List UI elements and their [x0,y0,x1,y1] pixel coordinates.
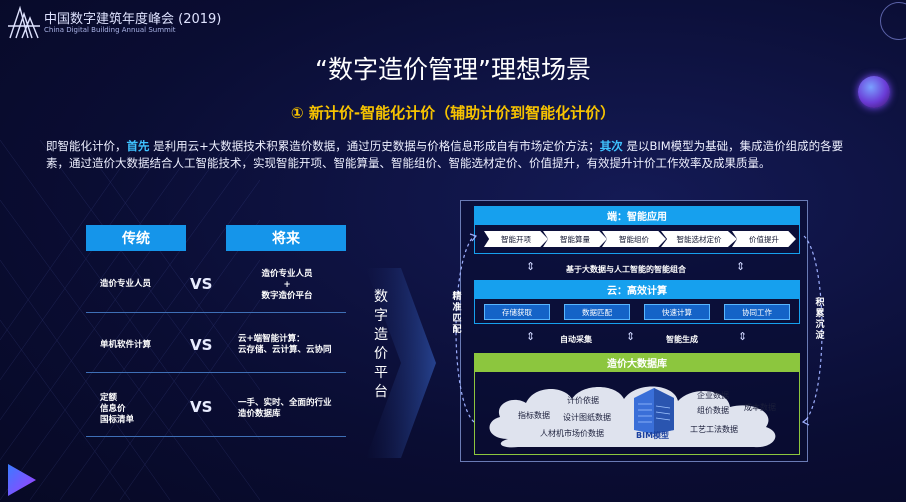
steps-panel [474,224,800,254]
middle-note: 基于大数据与人工智能的智能组合 [566,265,686,274]
cloud-shape-icon [489,386,776,448]
auto-collect-label: 自动采集 [560,335,592,344]
cloud-item-pricing-data: 组价数据 [697,406,729,415]
bim-building-icon [634,388,674,434]
intro-highlight-second: 其次 [599,139,623,153]
row3-traditional-line1: 定额 [100,393,118,403]
background-mesh [0,140,260,500]
cloud-item-cost-data: 成本数据 [744,403,776,412]
cloud-pill: 快速计算 [644,304,710,320]
platform-char: 台 [374,384,388,400]
cloud-pill: 存储获取 [484,304,550,320]
row3-traditional-line2: 信息价 [100,404,126,414]
cloud-item-market-price: 人材机市场价数据 [540,429,604,438]
right-loop-arrow-icon [801,235,823,426]
intro-text-3: 是以BIM模型为基础，集成造价组成的各要素，通过造价大数据结合人工智能技术，实现… [46,139,844,170]
step-item: 智能组价 [602,231,666,247]
left-side-label: 精 准 匹 配 [451,292,463,336]
up-down-arrow-icon: ⇕ [736,260,746,273]
platform-char: 造 [374,327,388,343]
traditional-header: 传统 [86,225,186,251]
right-side-char: 沉 [815,320,825,330]
row3-future-line1: 一手、实时、全面的行业 [238,398,332,408]
step-item: 智能选材定价 [661,231,737,247]
cloud-bar: 云：高效计算 [474,280,800,298]
database-bar: 造价大数据库 [474,353,800,371]
row3-future: 一手、实时、全面的行业 造价数据库 [238,398,332,420]
row1-vs: VS [190,275,213,293]
row1-traditional: 造价专业人员 [100,279,152,289]
future-header: 将来 [226,225,346,251]
row3-traditional-line3: 国标清单 [100,415,135,425]
intro-paragraph: 即智能化计价，首先 是利用云+大数据技术积累造价数据，通过历史数据与价格信息形成… [46,138,866,172]
row2-future: 云+端智能计算： 云存储、云计算、云协同 [238,334,332,356]
right-side-char: 积 [815,298,825,308]
step-item: 智能算量 [543,231,607,247]
cloud-item-design-drawing: 设计图纸数据 [563,413,611,422]
chevron-right-icon [366,268,436,458]
up-down-arrow-icon: ⇕ [526,260,536,273]
right-side-char: 累 [815,309,825,319]
row3-vs: VS [190,398,213,416]
platform-label: 数 字 造 价 平 台 [370,288,392,402]
cloud-item-pricing-basis: 计价依据 [567,396,599,405]
cloud-panel [474,298,800,324]
smart-generate-label: 智能生成 [666,335,698,344]
cloud-item-craft-method: 工艺工法数据 [690,425,738,434]
left-side-char: 准 [452,303,462,313]
database-panel [474,371,800,455]
right-side-label: 积 累 沉 淀 [814,298,826,342]
step-item: 智能开项 [484,231,548,247]
platform-char: 字 [374,308,388,324]
left-loop-arrow-icon [455,233,478,423]
logo-title-en: China Digital Building Annual Summit [44,26,176,34]
row1-future-line1: 造价专业人员 [261,269,313,279]
row2-traditional: 单机软件计算 [100,340,152,350]
cloud-item-bim-model: BIM模型 [636,431,670,440]
left-side-char: 精 [452,292,462,302]
platform-char: 价 [374,346,388,362]
cloud-pill: 协同工作 [724,304,790,320]
left-side-char: 匹 [452,314,462,324]
row1-future: 造价专业人员 + 数字造价平台 [242,269,332,302]
platform-char: 平 [374,365,388,381]
row-divider [86,372,346,373]
up-down-arrow-icon: ⇕ [626,330,636,343]
row2-future-line1: 云+端智能计算： [238,334,305,344]
row2-future-line2: 云存储、云计算、云协同 [238,345,332,355]
up-down-arrow-icon: ⇕ [738,330,748,343]
page-title: “数字造价管理”理想场景 [315,55,591,84]
intro-text-2: 是利用云+大数据技术积累造价数据，通过历史数据与价格信息形成自有市场定价方法； [149,139,600,153]
row-divider [86,436,346,437]
intro-highlight-first: 首先 [126,139,150,153]
page-subtitle: ① 新计价-智能化计价（辅助计价到智能化计价） [290,104,616,122]
row1-future-line3: 数字造价平台 [261,291,313,301]
decorative-orb [858,76,890,108]
cloud-item-enterprise-data: 企业数据 [697,391,729,400]
terminal-bar: 端：智能应用 [474,206,800,224]
row1-future-line2: + [283,280,291,290]
row3-traditional: 定额 信息价 国标清单 [100,393,134,426]
right-side-char: 淀 [815,331,825,341]
step-item: 价值提升 [732,231,796,247]
row2-vs: VS [190,336,213,354]
cloud-item-index-data: 指标数据 [518,411,550,420]
platform-char: 数 [374,289,388,305]
row-divider [86,312,346,313]
cloud-pill: 数据匹配 [564,304,630,320]
row3-future-line2: 造价数据库 [238,409,281,419]
logo-title-cn: 中国数字建筑年度峰会 (2019) [44,12,222,27]
up-down-arrow-icon: ⇕ [526,330,536,343]
intro-text-1: 即智能化计价， [46,139,127,153]
summit-logo-icon [8,5,40,39]
play-logo-icon [8,464,36,496]
left-side-char: 配 [452,325,462,335]
